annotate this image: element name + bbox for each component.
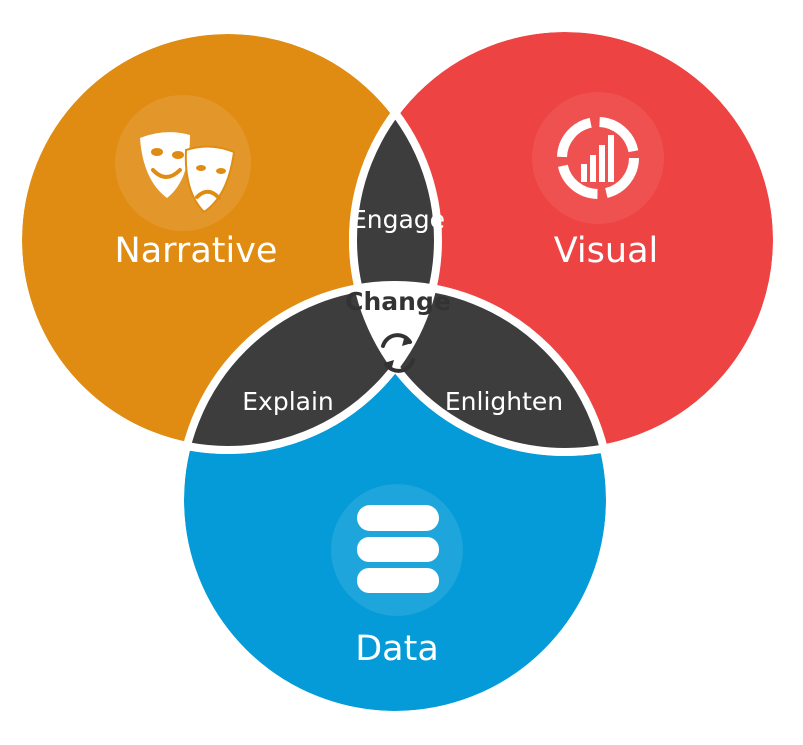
enlighten-overlap: [353, 285, 610, 452]
narrative-label: Narrative: [115, 231, 278, 271]
change-label: Change: [345, 287, 451, 316]
enlighten-label: Enlighten: [445, 387, 563, 416]
data-label: Data: [355, 629, 439, 669]
refresh-icon: [381, 333, 415, 373]
engage-label: Engage: [351, 205, 445, 234]
visual-label: Visual: [554, 231, 659, 271]
theater-masks-icon: [115, 95, 251, 231]
chart-icon: [532, 92, 664, 224]
explain-overlap: [180, 285, 438, 450]
explain-label: Explain: [242, 387, 334, 416]
database-icon: [331, 484, 463, 616]
